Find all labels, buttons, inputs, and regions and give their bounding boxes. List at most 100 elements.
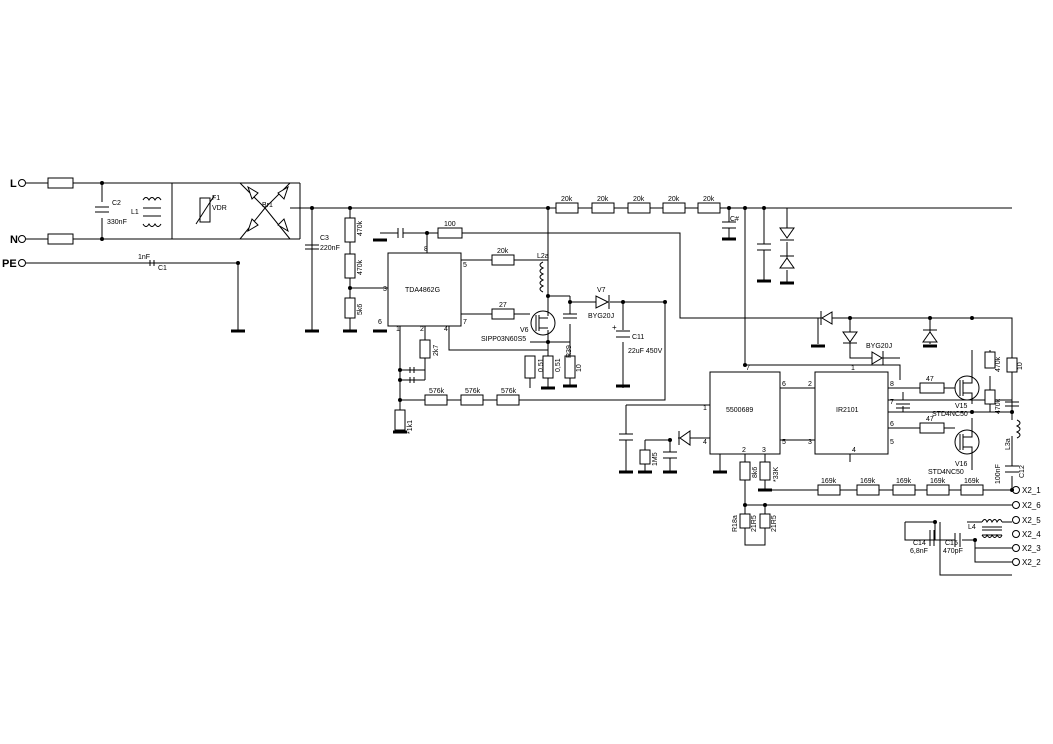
pin-tda-3: 3 [383, 286, 387, 293]
resistor-576k-2 [460, 394, 484, 406]
label-470k-b: 470k [357, 259, 364, 275]
pin-ir-3: 3 [808, 439, 812, 446]
label-x2-1: X2_1 [1022, 486, 1041, 495]
terminal-pe [18, 259, 26, 267]
pin-ic-3: 3 [762, 447, 766, 454]
resistor-100 [437, 227, 463, 239]
resistor-470k-a [344, 217, 356, 243]
diode-byg20j-b [871, 351, 883, 365]
label-c14-value: 6,8nF [910, 548, 928, 555]
pin-tda-6: 6 [378, 319, 382, 326]
pin-ir-2: 2 [808, 381, 812, 388]
pin-tda-7: 7 [463, 319, 467, 326]
ic-ir2101 [814, 371, 889, 455]
resistor-20k-1 [555, 202, 579, 214]
resistor-470k-c [984, 351, 996, 369]
label-1k1: *1k1 [407, 420, 414, 434]
label-c15: C15 [945, 540, 958, 547]
bridge-diode-4 [277, 218, 289, 233]
label-470k-c: 470k [995, 356, 1002, 372]
label-byg20j-b: BYG20J [866, 343, 892, 350]
label-576k-2: 576k [465, 388, 481, 395]
pin-tda-1: 1 [396, 326, 400, 333]
label-100: 100 [444, 221, 456, 228]
label-470k-a: 470k [357, 220, 364, 236]
resistor-169k-4 [926, 484, 950, 496]
label-1m5: 1M5 [652, 452, 659, 466]
label-169k-1: 169k [821, 478, 837, 485]
mosfet-v15 [954, 375, 980, 401]
resistor-576k-1 [424, 394, 448, 406]
label-v15-part: STD4NC50 [932, 411, 968, 418]
capacitor-bootstrap [896, 403, 910, 409]
pin-tda-2: 2 [420, 326, 424, 333]
resistor-27 [491, 308, 515, 320]
pfc-section: C3 220nF 470k 470k 5k6 TDA4862G 8 5 3 6 … [305, 217, 663, 434]
terminal-l [18, 179, 26, 187]
pin-ir-4: 4 [852, 447, 856, 454]
label-576k-3: 576k [501, 388, 517, 395]
label-c11: C11 [632, 334, 644, 341]
label-470k-d: 470k [995, 398, 1002, 414]
pin-ic-5: 5 [782, 439, 786, 446]
label-c3: C3 [320, 235, 329, 242]
resistor-33k [759, 461, 771, 481]
inductor-l2a [539, 261, 545, 293]
label-169k-5: 169k [964, 478, 980, 485]
capacitor-c2 [95, 206, 109, 213]
pin-ic-1: 1 [703, 405, 707, 412]
label-l: L [10, 178, 17, 190]
pin-ic-2: 2 [742, 447, 746, 454]
label-br1: Br1 [262, 202, 273, 209]
label-x2-6: X2_6 [1022, 501, 1041, 510]
varistor-slash [195, 195, 215, 225]
label-v7: V7 [597, 287, 606, 294]
capacitor-c14 [929, 530, 935, 546]
label-5k6: 5k6 [357, 304, 364, 315]
pin-ir-7: 7 [890, 399, 894, 406]
label-v6: V6 [520, 327, 529, 334]
label-byg20j-a: BYG20J [588, 313, 614, 320]
resistor-10-b [1006, 357, 1018, 373]
label-169k-4: 169k [930, 478, 946, 485]
label-169k-2: 169k [860, 478, 876, 485]
capacitor-c11 [616, 330, 630, 338]
label-l4: L4 [968, 524, 976, 531]
inductor-l3a [1015, 419, 1021, 439]
resistor-5k6 [344, 297, 356, 319]
label-v6-part: SIPP03N60S5 [481, 336, 526, 343]
ic-tda4862g [387, 252, 462, 327]
label-v16-part: STD4NC50 [928, 469, 964, 476]
label-47-a: 47 [926, 376, 934, 383]
label-l1: L1 [131, 209, 139, 216]
mosfet-v16-body [959, 432, 973, 452]
diode-aux-2 [922, 331, 938, 343]
terminal-n [18, 235, 26, 243]
label-0-51-a: 0,51 [538, 358, 545, 372]
label-l2a: L2a [537, 253, 549, 260]
mosfet-v16 [954, 429, 980, 455]
resistor-47-b [919, 422, 945, 434]
resistor-1k1 [394, 409, 406, 431]
label-576k-1: 576k [429, 388, 445, 395]
resistor-1m5 [639, 449, 651, 465]
bridge-diode-2 [277, 185, 289, 200]
label-ir2101: IR2101 [836, 407, 859, 414]
capacitor-snubber [563, 313, 577, 319]
label-c1-value: 1nF [138, 254, 150, 261]
resistor-20k-2 [591, 202, 615, 214]
label-c11-plus: + [612, 323, 617, 332]
junction-dots [100, 181, 1014, 542]
resistor-20k-5 [697, 202, 721, 214]
resistor-21r5 [759, 513, 771, 529]
bus-divider: 20k 20k 20k 20k 20k C# [555, 196, 795, 269]
pin-tda-5: 5 [463, 262, 467, 269]
label-2k7: 2k7 [433, 345, 440, 356]
pin-tda-4: 4 [444, 326, 448, 333]
terminals: L N PE X2_1 X2_6 X2_5 X2_4 X2_3 X2_2 [2, 178, 1041, 567]
capacitor-c-hash [722, 221, 736, 229]
label-10-b: 10 [1017, 362, 1024, 370]
label-vdr: VDR [212, 205, 227, 212]
label-21r5-a: 21R5 [751, 515, 758, 532]
